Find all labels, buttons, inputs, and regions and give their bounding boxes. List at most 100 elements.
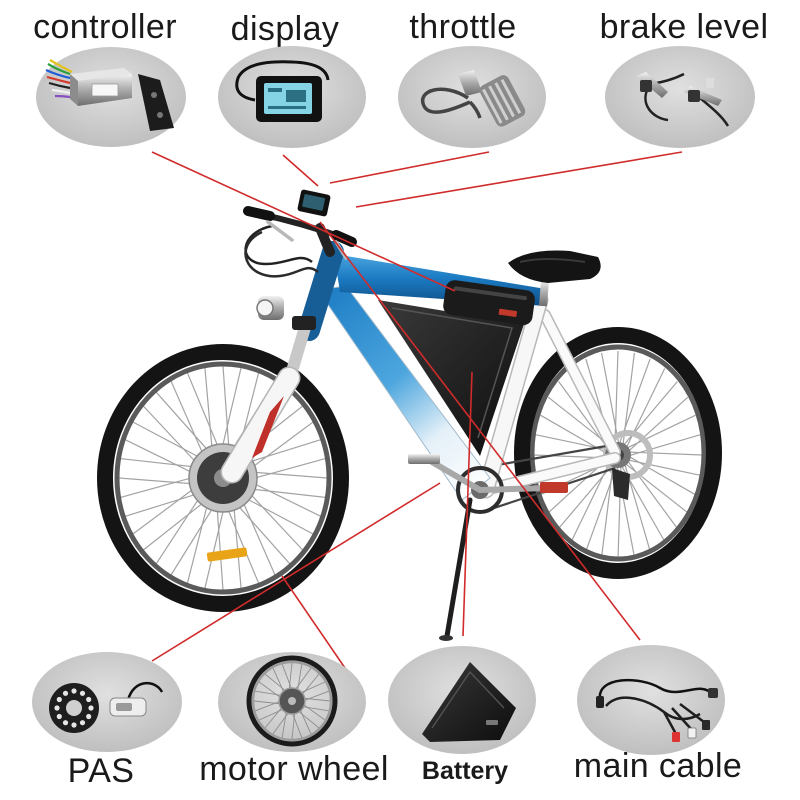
throttle-grip: [479, 75, 526, 127]
motor-wheel-spoke: [264, 705, 284, 729]
front-spoke: [170, 499, 219, 576]
frame-seat-stay: [540, 310, 620, 457]
frame-chain-stay: [480, 453, 620, 495]
front-spoke: [219, 367, 242, 457]
motor-wheel-spoke: [264, 673, 288, 693]
front-spoke: [240, 439, 321, 466]
callout-line-brake-level: [355, 151, 683, 208]
pas-magnet: [62, 720, 69, 726]
rear-derailleur: [612, 468, 630, 500]
rear-triangle: [477, 291, 621, 499]
pas-magnet: [71, 722, 77, 728]
pas-sensor-face: [116, 703, 132, 711]
mounting-bracket: [138, 74, 174, 131]
harness-cable: [605, 696, 701, 721]
front-spoke: [186, 495, 211, 584]
front-spoke: [142, 496, 212, 551]
display-unit-screen: [302, 194, 326, 211]
controller-bag-tag: [498, 308, 518, 317]
front-spoke: [222, 365, 231, 458]
brake-lever-left: [266, 220, 294, 242]
battery-bag-body: [378, 300, 524, 456]
front-spoke: [231, 497, 291, 565]
screen-bar: [268, 106, 306, 109]
rear-rim: [529, 344, 707, 562]
motor-wheel-spoke: [253, 700, 283, 705]
motor-wheel-spoke: [258, 681, 283, 700]
pas-magnet: [86, 713, 92, 720]
motor-wheel-spoke: [296, 709, 320, 729]
thumbnail-oval: [398, 46, 546, 148]
pas-magnet: [56, 696, 62, 703]
motor-wheel-spoke: [298, 707, 312, 735]
triangle-battery-bag: [378, 300, 524, 456]
headlight-lens: [256, 299, 274, 317]
throttle-thumbnail: [398, 46, 546, 148]
front-spoke: [186, 372, 223, 457]
front-spoke: [118, 477, 203, 486]
motor-wheel-rim: [251, 660, 333, 742]
triangle-battery-bag-icon: [422, 662, 516, 742]
pedal-right-reflector: [540, 482, 568, 493]
rear-spoke: [627, 455, 696, 496]
battery-bag-zipper: [391, 307, 513, 439]
headlight: [256, 296, 284, 320]
callout-line-battery: [462, 371, 473, 637]
seatpost: [539, 279, 549, 307]
saddle-assembly: [508, 250, 601, 307]
label-display: display: [231, 10, 340, 48]
rear-spoke: [585, 464, 618, 552]
callout-line-display: [282, 154, 319, 187]
electric-bike: [97, 189, 722, 641]
rear-spoke: [558, 463, 614, 529]
bottom-labels: PAS motor wheel Battery main cable: [68, 747, 742, 790]
handlebar-grip-left: [243, 206, 275, 221]
rear-spoke: [625, 414, 696, 450]
battery-thumbnail: [388, 646, 536, 754]
front-spoke: [223, 499, 260, 584]
front-spoke: [155, 489, 206, 565]
harness-cable: [598, 678, 713, 701]
front-spoke: [125, 490, 206, 517]
front-spoke: [142, 405, 204, 470]
controller-box-icon: [45, 59, 174, 131]
crank-arm-right: [477, 485, 551, 493]
front-rim: [114, 361, 332, 595]
callout-line-motor-wheel: [281, 575, 346, 669]
rear-tire: [514, 327, 722, 579]
motor-wheel-spokes: [253, 662, 331, 740]
front-spoke: [120, 458, 204, 469]
front-spoke: [243, 470, 328, 479]
thumb-throttle-icon: [420, 70, 526, 127]
motor-wheel-thumbnail: [218, 652, 366, 752]
front-spoke: [155, 391, 215, 459]
handlebar-cables: [244, 230, 319, 278]
callout-line-throttle: [329, 151, 490, 184]
controller-bag: [443, 280, 535, 326]
front-spoke: [244, 478, 321, 517]
front-spoke: [244, 458, 326, 482]
controller-thumbnail: [36, 47, 186, 147]
saddle: [508, 250, 601, 283]
label-main-cable: main cable: [574, 747, 742, 785]
front-spoke: [204, 367, 214, 459]
frame-seat-tube: [479, 293, 547, 497]
screen-speed-digits: [286, 90, 306, 102]
frame-down-tube: [317, 285, 491, 501]
kickstand-foot: [439, 635, 453, 641]
motor-wheel-spoke: [291, 710, 303, 738]
pas-cable: [126, 682, 164, 701]
motor-wheel-spoke: [301, 697, 331, 702]
motor-wheel-spoke: [281, 709, 288, 738]
cable-harness-icon: [596, 678, 718, 742]
saddle-seam: [519, 258, 586, 263]
motor-wheel-spoke: [255, 690, 284, 697]
controller-wires: [45, 59, 73, 99]
hub-motor-wheel-icon: [246, 655, 338, 747]
front-spoke: [244, 421, 314, 474]
motor-wheel-spoke: [255, 700, 283, 712]
harness-connector: [596, 696, 604, 708]
callout-lines: [151, 151, 683, 669]
brake-lever-icon: [636, 72, 730, 127]
